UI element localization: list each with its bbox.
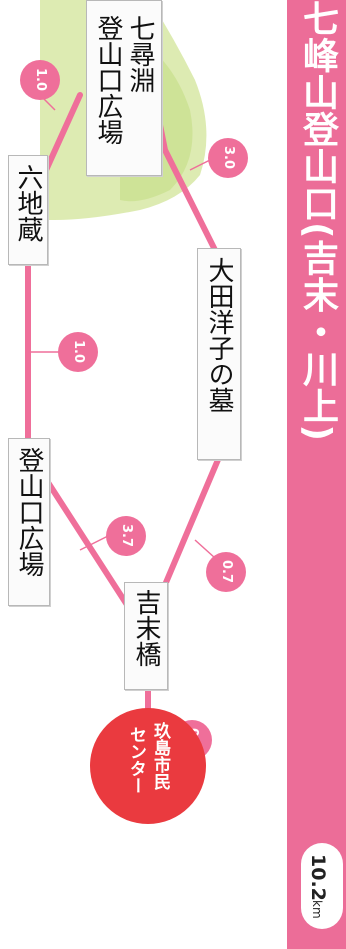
place-nanatsugafuchi: 七尋淵 登山口広場: [86, 0, 162, 176]
total-distance-value: 10.2: [307, 854, 329, 901]
header-band: [287, 0, 346, 949]
page-title: 七峰山登山口(吉末・川上): [297, 0, 338, 442]
distance-label: 1.0: [33, 68, 48, 92]
place-nanatsugafuchi-label: 七尋淵: [125, 15, 155, 93]
distance-label: 1.0: [71, 340, 86, 364]
total-distance-unit: km: [310, 900, 324, 919]
distance-badge: 3.7: [106, 516, 146, 556]
place-rokujizou: 六地蔵: [8, 155, 48, 265]
place-trailhead-square: 登山口広場: [8, 438, 50, 606]
place-rokujizou-label: 六地蔵: [13, 164, 43, 242]
place-ota-yoko-grave: 大田洋子の墓: [197, 248, 241, 460]
total-distance-badge: [301, 843, 343, 929]
distance-badge: 0.7: [206, 552, 246, 592]
distance-label: 3.7: [119, 524, 134, 548]
distance-label: 0.7: [219, 560, 234, 584]
distance-badge: 3.0: [208, 138, 248, 178]
place-ota-yoko-grave-label: 大田洋子の墓: [204, 257, 234, 413]
distance-label: 3.0: [221, 146, 236, 170]
distance-badge: 1.0: [58, 332, 98, 372]
destination-center-label-line2: センター: [126, 726, 146, 794]
distance-badge: 1.0: [20, 60, 60, 100]
destination-center-label-line1: 玖島市民: [150, 722, 170, 790]
place-yoshisue-bridge: 吉末橋: [124, 582, 168, 690]
destination-center-marker: 玖島市民 センター: [90, 708, 206, 824]
place-trailhead-square-label: 登山口広場: [14, 447, 44, 577]
place-nanatsugafuchi-sublabel: 登山口広場: [93, 15, 123, 145]
place-yoshisue-bridge-label: 吉末橋: [131, 589, 161, 667]
